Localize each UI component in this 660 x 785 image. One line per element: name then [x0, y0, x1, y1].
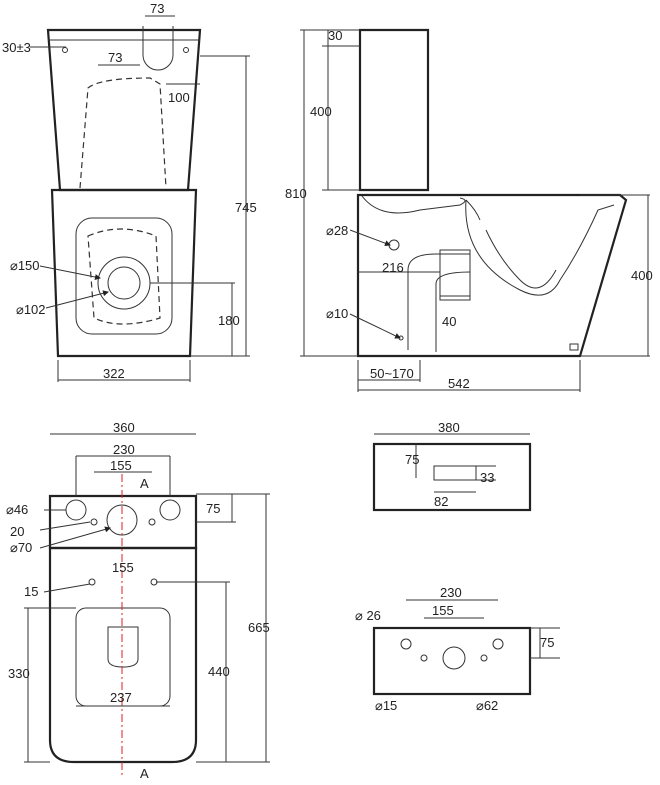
top-section-top: A — [140, 476, 149, 491]
side-total-height: 810 — [285, 186, 307, 201]
base-outer-spacing: 230 — [440, 585, 462, 600]
top-holes-inner: 155 — [110, 458, 132, 473]
top-floor-fix-spacing: 155 — [112, 560, 134, 575]
front-view — [30, 15, 250, 382]
base-inner-spacing: 155 — [432, 603, 454, 618]
side-view — [300, 28, 650, 392]
top-bowl-width: 237 — [110, 690, 132, 705]
top-center-hole-dia: ⌀70 — [10, 540, 32, 555]
top-view — [24, 433, 270, 775]
front-outlet-outer-dia: ⌀150 — [10, 258, 40, 273]
front-button-offset: 73 — [108, 50, 122, 65]
side-depth: 542 — [448, 376, 470, 391]
base-depth: 75 — [540, 635, 554, 650]
lid-slot-width: 82 — [434, 494, 448, 509]
side-cistern-height: 400 — [310, 104, 332, 119]
front-top-cap-width: 73 — [150, 1, 164, 16]
front-outlet-inner-dia: ⌀102 — [16, 302, 46, 317]
base-small-dia: ⌀15 — [375, 698, 397, 713]
base-view — [372, 599, 560, 696]
side-rough-in: 50~170 — [370, 366, 414, 381]
front-tank-hole-offset: 30±3 — [2, 40, 31, 55]
top-fix-offset: 75 — [206, 501, 220, 516]
side-trap-offset: 216 — [382, 260, 404, 275]
side-pipe-dim: 40 — [442, 314, 456, 329]
front-tank-height: 100 — [168, 90, 190, 105]
top-floor-fix-dia: 15 — [24, 584, 38, 599]
lid-depth-offset: 75 — [405, 452, 419, 467]
top-small-hole: 20 — [10, 524, 24, 539]
side-inlet-dia: ⌀28 — [326, 223, 348, 238]
front-base-width: 322 — [103, 366, 125, 381]
top-button-hole-dia: ⌀46 — [6, 502, 28, 517]
top-tank-width: 360 — [113, 420, 135, 435]
top-fix-to-back: 440 — [208, 664, 230, 679]
lid-slot-height: 33 — [480, 470, 494, 485]
lid-width: 380 — [438, 420, 460, 435]
side-bowl-height: 400 — [631, 268, 653, 283]
top-section-bottom: A — [140, 766, 149, 781]
base-hole-dia: ⌀ 26 — [355, 608, 381, 623]
top-length: 665 — [248, 620, 270, 635]
base-drain-dia: ⌀62 — [476, 698, 498, 713]
side-cistern-top: 30 — [328, 28, 342, 43]
side-fix-dia: ⌀10 — [326, 306, 348, 321]
front-outlet-height: 180 — [218, 313, 240, 328]
top-seat-to-fix: 330 — [8, 666, 30, 681]
front-height-745: 745 — [235, 200, 257, 215]
lid-view — [372, 433, 532, 512]
top-holes-outer: 230 — [113, 442, 135, 457]
